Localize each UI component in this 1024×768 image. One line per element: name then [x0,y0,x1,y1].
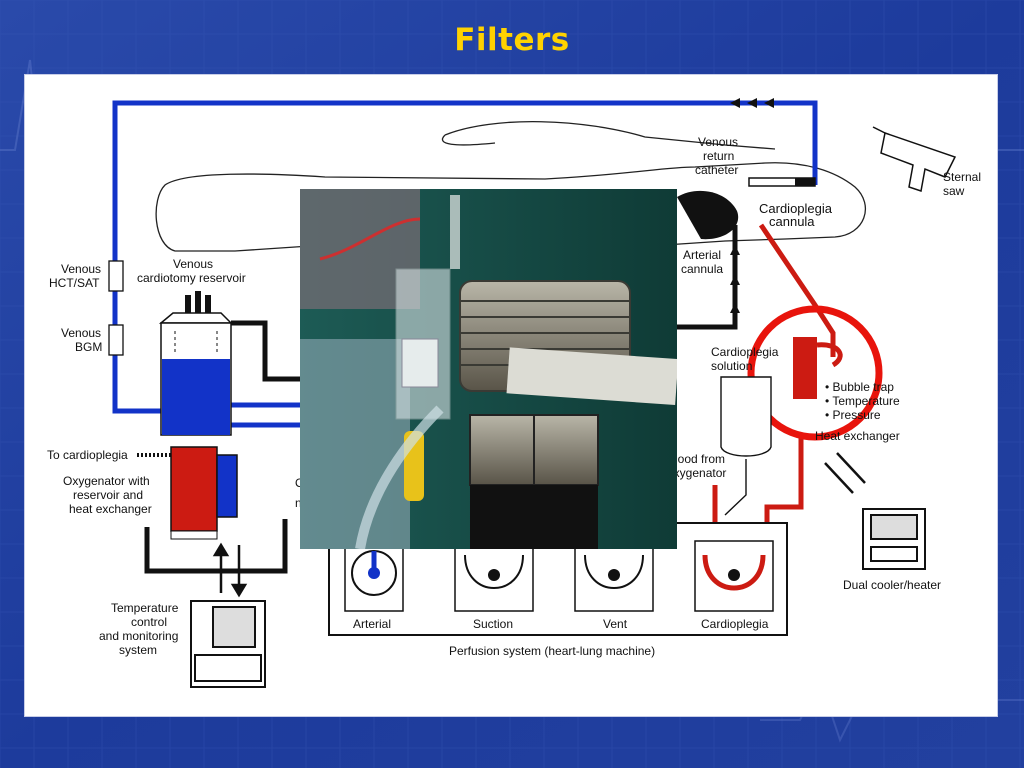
label-oxygenator-3: heat exchanger [69,502,152,516]
label-to-cardioplegia: To cardioplegia [47,448,128,462]
pump-arterial [344,540,404,612]
label-pump-suction: Suction [473,617,513,631]
label-temperature-control-1: Temperature [111,601,179,615]
bubble-trap [793,337,843,399]
bypass-circuit-diagram: Venous return catheter Sternal saw Cardi… [47,98,981,688]
venous-reservoir [158,291,233,436]
label-temperature-control-2: control [131,615,167,629]
filter-photo-icon [300,189,677,549]
label-perfusion-system: Perfusion system (heart-lung machine) [449,644,655,658]
label-venous-cardiotomy-2: cardiotomy reservoir [137,271,246,285]
label-venous-hct-sat-2: HCT/SAT [49,276,100,290]
cardioplegia-solution-bag [720,376,772,516]
label-venous-cardiotomy-1: Venous [173,257,213,271]
label-heat-exchanger: Heat exchanger [815,429,900,443]
label-pump-vent: Vent [603,617,628,631]
label-temperature-control-3: and monitoring [99,629,178,643]
venous-return-catheter [748,177,816,187]
label-arterial-cannula-2: cannula [681,262,723,276]
dual-cooler-heater-icon [862,508,926,570]
venous-bgm-sensor [108,324,124,356]
diagram-panel: Venous return catheter Sternal saw Cardi… [24,74,998,717]
filter-photo [300,189,677,549]
venous-hct-sat-sensor [108,260,124,292]
label-venous-return-catheter-1: Venous [698,135,738,149]
label-bubble-trap-2: • Temperature [825,394,900,408]
cooler-heater-arrows [824,452,866,494]
label-pump-cardioplegia: Cardioplegia [701,617,769,631]
label-cardioplegia-solution-2: solution [711,359,752,373]
black-lines-left [144,320,300,574]
label-blood-from-oxygenator-1: Blood from [667,452,725,466]
label-cardioplegia-solution-1: Cardioplegia [711,345,779,359]
label-oxygenator-2: reservoir and [73,488,143,502]
temperature-control-icon [190,600,266,688]
pump-vent [574,540,654,612]
label-cardioplegia-cannula-1: Cardioplegia [759,201,833,216]
sternal-saw-icon [872,126,957,192]
label-venous-hct-sat-1: Venous [61,262,101,276]
label-partial-left-1: O [295,476,304,490]
temperature-arrows [212,542,248,598]
label-dual-cooler-heater: Dual cooler/heater [843,578,941,592]
pump-cardioplegia [694,540,774,612]
label-bubble-trap-1: • Bubble trap [825,380,894,394]
label-venous-return-catheter-3: catheter [695,163,738,177]
label-pump-arterial: Arterial [353,617,391,631]
label-temperature-control-4: system [119,643,157,657]
label-venous-return-catheter-2: return [703,149,734,163]
arterial-line [665,225,738,330]
label-oxygenator-1: Oxygenator with [63,474,150,488]
label-bubble-trap-3: • Pressure [825,408,881,422]
label-venous-bgm-2: BGM [75,340,102,354]
label-cardioplegia-cannula-2: cannula [769,214,815,229]
heart-icon [677,190,739,240]
label-sternal-saw-1: Sternal [943,170,981,184]
label-blood-from-oxygenator-2: oxygenator [667,466,726,480]
arterial-line-arrows [730,245,740,313]
venous-line-arrows [730,98,774,108]
highlight-circle [747,305,883,441]
label-sternal-saw-2: saw [943,184,965,198]
label-arterial-cannula-1: Arterial [683,248,721,262]
pump-suction [454,540,534,612]
slide-title: Filters [454,22,570,58]
oxygenator [170,446,238,540]
label-venous-bgm-1: Venous [61,326,101,340]
label-partial-left-2: n [295,496,302,510]
